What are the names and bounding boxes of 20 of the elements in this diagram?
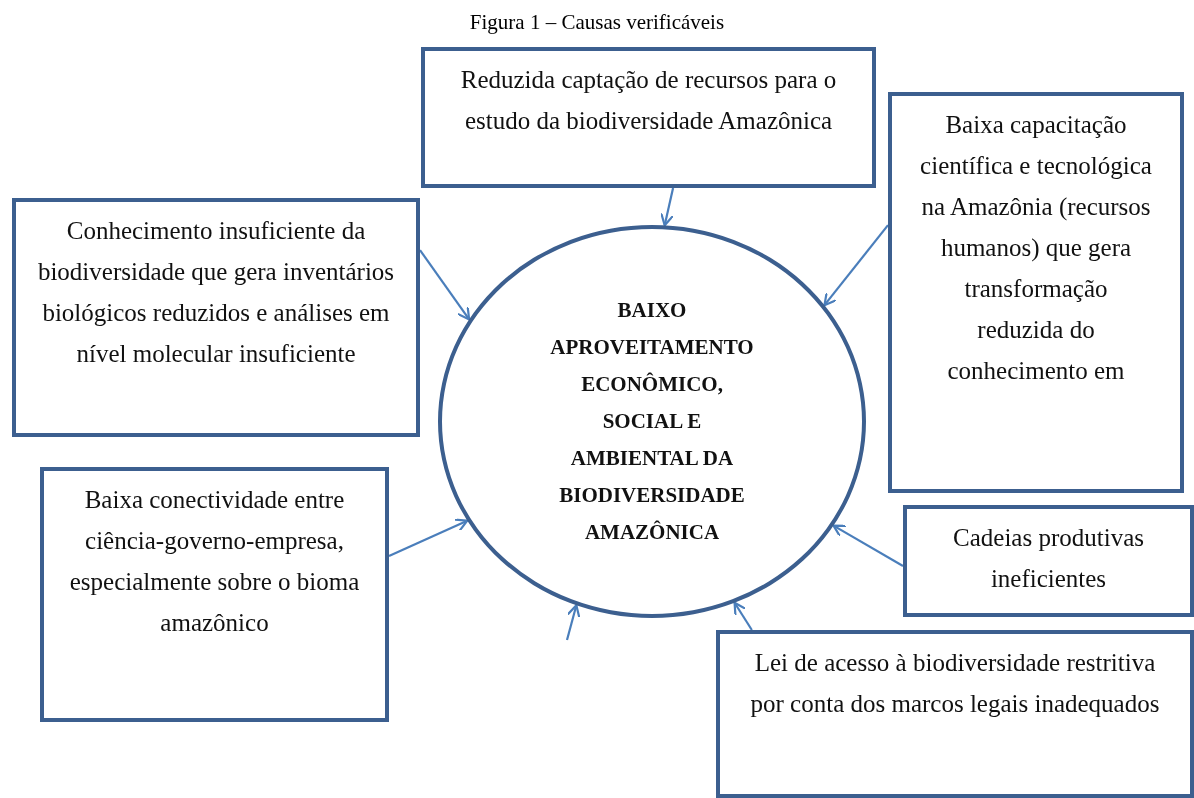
arrow xyxy=(733,601,753,631)
cause-text: Baixa capacitação científica e tecnológica na Amazônia (recursos humanos) que gera transformação reduzida do conhecimento em xyxy=(919,110,1153,386)
arrow xyxy=(832,524,904,567)
arrow xyxy=(660,187,675,227)
cause-box xyxy=(12,198,420,437)
cause-text: Conhecimento insuficiente da biodiversidade que gera inventários biológicos reduzidos e análises em nível molecular insuficiente xyxy=(36,216,396,369)
cause-box xyxy=(903,505,1194,617)
cause-box xyxy=(888,92,1184,493)
cause-box xyxy=(40,467,389,722)
arrow xyxy=(388,518,469,557)
figure-title: Figura 1 – Causas verificáveis xyxy=(468,10,726,35)
cause-box xyxy=(421,47,876,188)
cause-text: Baixa conectividade entre ciência-governo-empresa, especialmente sobre o bioma amazônico xyxy=(68,485,361,638)
cause-text: Reduzida captação de recursos para o estudo da biodiversidade Amazônica xyxy=(459,65,838,136)
cause-text: Lei de acesso à biodiversidade restritiva por conta dos marcos legais inadequados xyxy=(749,648,1161,719)
cause-box xyxy=(716,630,1194,798)
cause-text: Cadeias produtivas ineficientes xyxy=(952,523,1145,594)
arrow xyxy=(823,224,889,307)
arrow xyxy=(419,249,471,321)
central-problem-text: BAIXO APROVEITAMENTO ECONÔMICO, SOCIAL E AMBIENTAL DA BIODIVERSIDADE AMAZÔNICA xyxy=(549,297,755,546)
